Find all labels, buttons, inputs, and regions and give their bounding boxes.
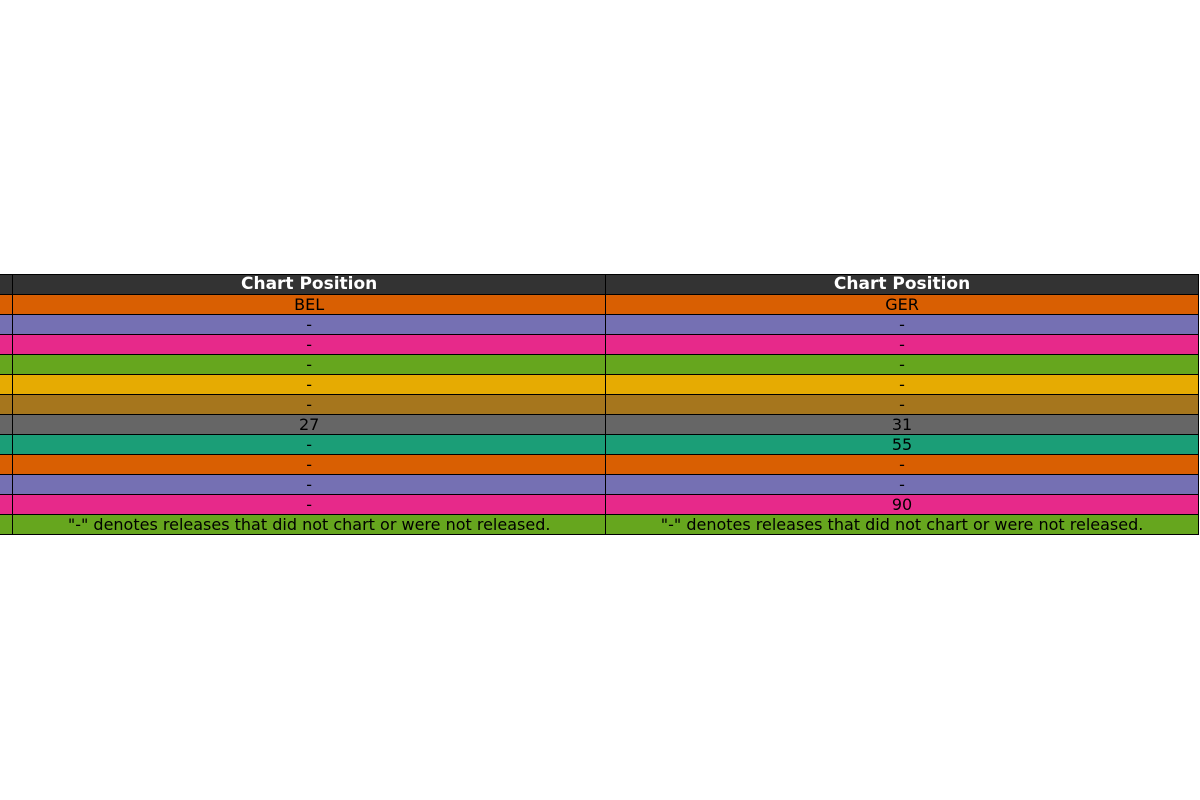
table-cell: - [12, 454, 607, 475]
table-cell: - [605, 394, 1199, 415]
table-cell-stub [0, 514, 14, 535]
table-cell: - [605, 474, 1199, 495]
table-row: -- [0, 354, 1199, 375]
table-cell: - [605, 334, 1199, 355]
table-cell-stub [0, 374, 14, 395]
table-cell: - [12, 354, 607, 375]
table-row: -- [0, 314, 1199, 335]
table-row: -- [0, 334, 1199, 355]
table-cell-stub [0, 314, 14, 335]
table-cell-stub [0, 474, 14, 495]
header-cell-chart-position-ger: Chart Position [605, 274, 1199, 295]
table-row: -90 [0, 494, 1199, 515]
table-cell-stub [0, 354, 14, 375]
table-cell-stub [0, 294, 14, 315]
table-cell: GER [605, 294, 1199, 315]
table-cell-stub [0, 414, 14, 435]
table-cell-stub [0, 494, 14, 515]
table-cell: 31 [605, 414, 1199, 435]
table-cell: - [605, 354, 1199, 375]
table-cell: - [12, 374, 607, 395]
table-cell: - [605, 454, 1199, 475]
table-cell: "-" denotes releases that did not chart … [605, 514, 1199, 535]
header-cell-stub [0, 274, 14, 295]
table-cell: - [12, 314, 607, 335]
table-cell-stub [0, 334, 14, 355]
table-row: -- [0, 454, 1199, 475]
table-cell: - [605, 314, 1199, 335]
table-cell: - [12, 474, 607, 495]
table-cell: BEL [12, 294, 607, 315]
table-cell-stub [0, 454, 14, 475]
table-cell-stub [0, 394, 14, 415]
header-cell-chart-position-bel: Chart Position [12, 274, 607, 295]
table-cell: - [605, 374, 1199, 395]
table-row: -- [0, 474, 1199, 495]
table-cell: 27 [12, 414, 607, 435]
table-cell: 55 [605, 434, 1199, 455]
table-cell-stub [0, 434, 14, 455]
table-row: -- [0, 394, 1199, 415]
table-row: -- [0, 374, 1199, 395]
table-cell: - [12, 434, 607, 455]
table-row: -55 [0, 434, 1199, 455]
table-cell: - [12, 394, 607, 415]
table-cell: - [12, 334, 607, 355]
table-header-row: Chart Position Chart Position [0, 274, 1199, 295]
table-cell: "-" denotes releases that did not chart … [12, 514, 607, 535]
table-cell: - [12, 494, 607, 515]
table-cell: 90 [605, 494, 1199, 515]
table-row: "-" denotes releases that did not chart … [0, 514, 1199, 535]
